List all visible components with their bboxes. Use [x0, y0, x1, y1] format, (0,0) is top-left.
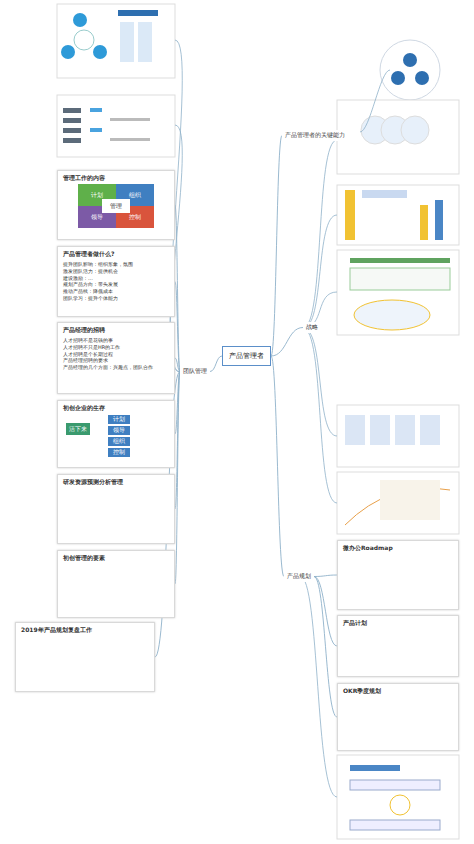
node-title: 产品管理者 [229, 351, 264, 361]
node-title: 战略 [306, 323, 318, 332]
node-title: 产品管理者做什么? [63, 250, 169, 259]
node-title: 活下来 [69, 425, 87, 434]
node-title: 微办公Roadmap [343, 544, 453, 553]
branch-connector [271, 328, 303, 357]
node-body: 团队学习：提升个体能力 [63, 295, 169, 302]
small-box: 活下来 [66, 423, 90, 435]
node-title: 2019年产品规划复盘工作 [21, 626, 149, 635]
node-body: 人才招聘是个长期过程 [63, 351, 169, 358]
node-title: 组织 [113, 437, 125, 446]
thumbnail-card: 初创企业的生存活下来 计划领导组织控制 [57, 400, 175, 468]
node-body: 产品经理招聘的要求 [63, 357, 169, 364]
thumbnail-card: 管理工作的内容计划组织领导控制管理 [57, 170, 175, 240]
small-box: 控制 [108, 448, 130, 457]
thumb-right [337, 40, 459, 839]
node-title: 产品管理者的关键能力 [285, 131, 345, 140]
thumbnail-card: 初创管理的要素 [57, 550, 175, 618]
node-title: 组织 [129, 191, 141, 200]
branch-connector [271, 356, 284, 577]
node-title: 产品计划 [343, 619, 453, 628]
node-title: 产品经理的招聘 [63, 326, 169, 335]
node-body: 提升团队影响：组织形象，氛围 [63, 261, 169, 268]
branch-connector [210, 356, 222, 372]
center-box: 管理 [102, 199, 130, 213]
node-title: 初创管理的要素 [63, 554, 169, 563]
node-title: 领导 [91, 213, 103, 222]
node-title: 产品规划 [287, 572, 311, 581]
branch-connector [271, 136, 282, 357]
thumbnail-card: 2019年产品规划复盘工作 [15, 622, 155, 692]
branch-connector [314, 575, 337, 577]
branch-connector [175, 205, 180, 372]
node-title: 团队管理 [183, 367, 207, 376]
small-box: 计划 [108, 415, 130, 424]
branch-connector [314, 577, 337, 647]
node-body: 规划产品方向：带头发展 [63, 281, 169, 288]
thumbnail-card: OKR季度规划 [337, 683, 459, 751]
branch-topic: 产品规划 [284, 571, 314, 582]
central-topic: 产品管理者 [222, 346, 271, 366]
branch-topic: 战略 [303, 322, 321, 333]
thumbnail-card: 研发资源预测分析管理 [57, 474, 175, 544]
node-body: 推动产品线：降低成本 [63, 288, 169, 295]
node-body: 激发团队活力：提供机会 [63, 268, 169, 275]
node-body: 产品经理的几个方面：兴趣点，团队合作 [63, 364, 169, 371]
node-title: 控制 [113, 448, 125, 457]
thumbnail-card: 产品管理者做什么? 提升团队影响：组织形象，氛围激发团队活力：提供机会建设激励：.… [57, 246, 175, 317]
node-body: 人才招聘不只是HR的工作 [63, 344, 169, 351]
thumbnail-card: 产品计划 [337, 615, 459, 677]
branch-topic: 产品管理者的关键能力 [282, 130, 348, 141]
node-title: 计划 [113, 415, 125, 424]
small-box: 组织 [108, 437, 130, 446]
node-title: 管理工作的内容 [63, 174, 169, 183]
thumbnail-card: 微办公Roadmap [337, 540, 459, 610]
small-box: 领导 [108, 426, 130, 435]
node-title: 管理 [110, 202, 122, 211]
thumbnail-card: 产品经理的招聘人才招聘不是花钱的事人才招聘不只是HR的工作人才招聘是个长期过程产… [57, 322, 175, 394]
branch-connector [175, 372, 180, 585]
node-title: 控制 [129, 213, 141, 222]
node-title: 领导 [113, 426, 125, 435]
thumb-top-left [57, 4, 175, 157]
node-title: 研发资源预测分析管理 [63, 478, 169, 487]
node-body: 人才招聘不是花钱的事 [63, 337, 169, 344]
branch-topic: 团队管理 [180, 366, 210, 377]
node-title: 初创企业的生存 [63, 404, 169, 413]
node-body: 建设激励：... [63, 275, 169, 282]
node-title: OKR季度规划 [343, 687, 453, 696]
branch-connector [314, 577, 337, 718]
branch-connector [175, 282, 180, 372]
